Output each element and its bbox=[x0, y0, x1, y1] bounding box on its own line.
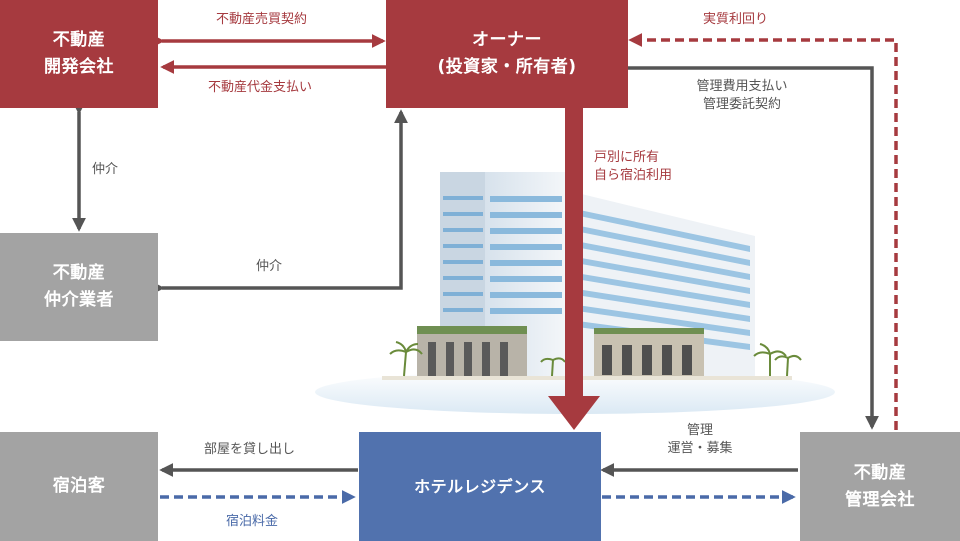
broker-node: 不動産 仲介業者 bbox=[0, 233, 158, 341]
mgmt-fee-label: 管理費用支払い 管理委託契約 bbox=[682, 78, 802, 114]
broker-line1: 不動産 bbox=[52, 263, 106, 283]
dev-broker-agency-label: 仲介 bbox=[92, 162, 119, 177]
stay-fee-label: 宿泊料金 bbox=[226, 514, 279, 529]
operation-line2: 運営・募集 bbox=[667, 441, 733, 456]
payment-label: 不動産代金支払い bbox=[208, 80, 313, 95]
operation-label: 管理 運営・募集 bbox=[650, 422, 750, 458]
ownership-arrow bbox=[548, 108, 600, 430]
ownership-line2: 自ら宿泊利用 bbox=[594, 168, 673, 183]
guest-label: 宿泊客 bbox=[52, 476, 106, 496]
ownership-label: 戸別に所有 自ら宿泊利用 bbox=[594, 149, 672, 185]
owner-broker-agency-label: 仲介 bbox=[256, 259, 283, 274]
hotel-label: ホテルレジデンス bbox=[414, 477, 546, 496]
manager-line2: 管理会社 bbox=[845, 489, 915, 510]
mgmt-fee-line1: 管理費用支払い bbox=[696, 79, 788, 94]
broker-owner-arrow bbox=[150, 109, 408, 295]
owner-line2: (投資家・所有者) bbox=[437, 57, 577, 77]
sale-contract-label: 不動産売買契約 bbox=[216, 12, 308, 27]
operation-line1: 管理 bbox=[686, 423, 713, 438]
room-rental-label: 部屋を貸し出し bbox=[204, 442, 296, 457]
manager-line1: 不動産 bbox=[853, 462, 907, 483]
mgmt-fee-arrow bbox=[628, 66, 879, 430]
real-return-label: 実質利回り bbox=[703, 12, 769, 27]
ownership-line1: 戸別に所有 bbox=[594, 150, 660, 165]
hotel-residence-node: ホテルレジデンス bbox=[359, 432, 601, 541]
owner-line1: オーナー bbox=[472, 30, 542, 50]
property-manager-node: 不動産 管理会社 bbox=[800, 432, 960, 541]
developer-line2: 開発会社 bbox=[44, 57, 114, 77]
developer-line1: 不動産 bbox=[52, 30, 106, 50]
developer-node: 不動産 開発会社 bbox=[0, 0, 158, 108]
mgmt-fee-line2: 管理委託契約 bbox=[702, 97, 781, 112]
return-arrow bbox=[628, 33, 898, 430]
broker-line2: 仲介業者 bbox=[44, 290, 114, 310]
hotel-building-illustration bbox=[315, 172, 835, 414]
owner-node: オーナー (投資家・所有者) bbox=[386, 0, 628, 108]
guest-node: 宿泊客 bbox=[0, 432, 158, 541]
